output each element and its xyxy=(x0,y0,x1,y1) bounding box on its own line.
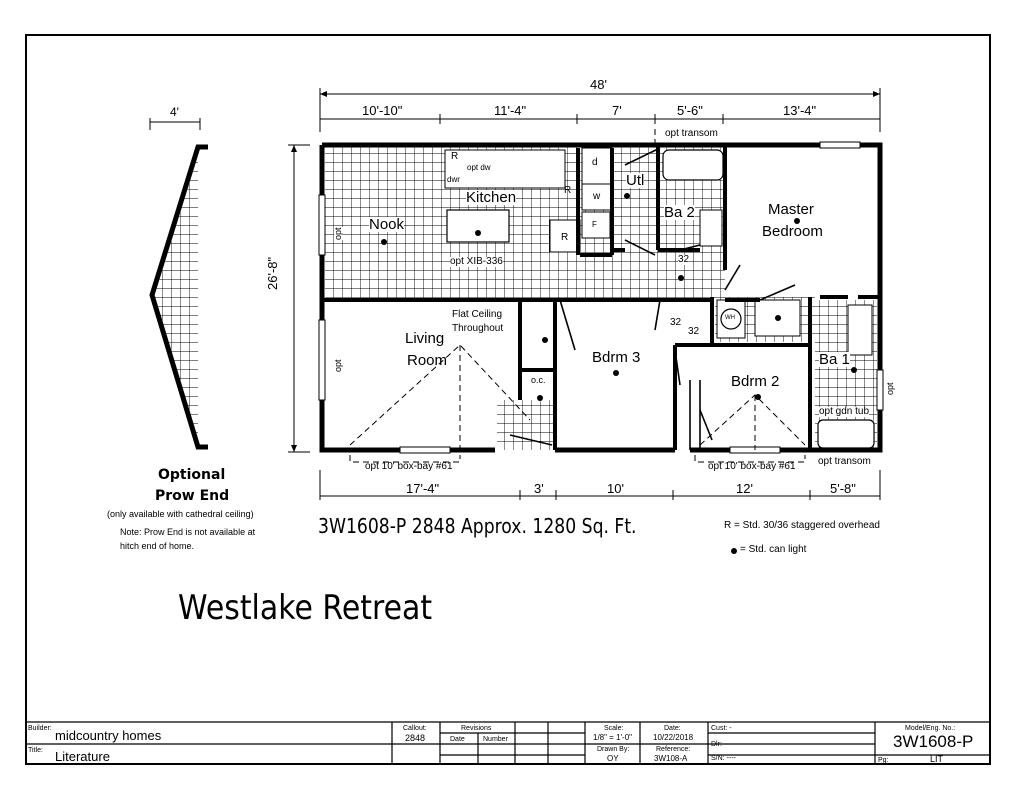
tb-drawn: OY xyxy=(607,754,619,763)
tb-cust: Cust: - xyxy=(711,725,732,732)
tb-callout-label: Callout: xyxy=(403,725,427,732)
tb-revisions-label: Revisions xyxy=(461,725,492,732)
tb-reference: 3W108-A xyxy=(654,754,688,763)
note-flat-ceiling-2: Throughout xyxy=(452,323,504,334)
room-kitchen: Kitchen xyxy=(466,189,517,206)
bottom-dim-3: 10' xyxy=(607,481,624,496)
room-utl: Utl xyxy=(626,172,645,189)
note-dryer: d xyxy=(592,157,598,168)
model-name: Westlake Retreat xyxy=(178,588,433,628)
tb-number-label: Number xyxy=(483,736,508,743)
tb-pg-label: Pg: xyxy=(878,757,889,764)
tb-scale-label: Scale: xyxy=(604,725,624,732)
bottom-dim-5: 5'-8" xyxy=(830,481,856,496)
entry-tile-floor xyxy=(497,400,555,450)
tb-date-label: Date xyxy=(450,736,465,743)
room-master-2: Bedroom xyxy=(762,223,823,240)
note-opt-living: opt xyxy=(333,359,343,372)
tb-date2-label: Date: xyxy=(664,725,681,732)
tb-model: 3W1608-P xyxy=(893,732,974,751)
bottom-dim-2: 3' xyxy=(534,481,544,496)
note-furnace: F xyxy=(592,220,597,229)
note-opt-xib: opt XIB-336 xyxy=(450,256,503,267)
prow-title-1: Optional xyxy=(158,467,226,483)
tb-drawn-label: Drawn By: xyxy=(597,746,630,753)
note-flat-ceiling-1: Flat Ceiling xyxy=(452,309,503,320)
prow-title-2: Prow End xyxy=(155,488,230,504)
tb-callout: 2848 xyxy=(405,733,426,743)
note-box-bay-left: opt 10' box-bay #61 xyxy=(365,461,453,472)
note-32-b: 32 xyxy=(670,317,682,328)
plan-summary: 3W1608-P 2848 Approx. 1280 Sq. Ft. xyxy=(318,514,637,538)
note-r-range: R xyxy=(564,185,572,196)
note-opt-dw: opt dw xyxy=(467,163,491,172)
tb-builder: midcountry homes xyxy=(55,728,162,743)
tb-scale: 1/8" = 1'-0" xyxy=(593,733,633,742)
room-ba2: Ba 2 xyxy=(664,204,695,221)
top-dim-1: 10'-10" xyxy=(362,103,403,118)
legend-r-note: R = Std. 30/36 staggered overhead xyxy=(724,520,880,531)
room-living-2: Room xyxy=(407,352,448,369)
tb-title: Literature xyxy=(55,749,110,764)
tb-date: 10/22/2018 xyxy=(653,733,694,742)
prow-note-3: hitch end of home. xyxy=(120,541,195,551)
note-opt-transom-top: opt transom xyxy=(665,128,718,139)
note-washer: w xyxy=(593,191,601,202)
bottom-dim-1: 17'-4" xyxy=(406,481,440,496)
room-bdrm3: Bdrm 3 xyxy=(592,349,641,366)
note-32-c: 32 xyxy=(688,326,700,337)
legend-light-note: = Std. can light xyxy=(740,544,807,555)
depth-label: 26'-8" xyxy=(265,256,280,290)
prow-width: 4' xyxy=(170,105,179,119)
tb-dlr: Dlr: - xyxy=(711,741,727,748)
prow-note-2: Note: Prow End is not available at xyxy=(120,527,256,537)
room-bdrm2: Bdrm 2 xyxy=(731,373,780,390)
tb-builder-label: Builder: xyxy=(28,725,52,732)
overall-width-label: 48' xyxy=(590,77,607,92)
tb-ref-label: Reference: xyxy=(656,746,691,753)
note-box-bay-right: opt 10' box-bay #61 xyxy=(708,461,796,472)
room-living-1: Living xyxy=(405,330,445,347)
tb-pg: LIT xyxy=(930,754,944,764)
note-water-heater: WH xyxy=(725,315,735,321)
top-dim-5: 13'-4" xyxy=(783,103,817,118)
room-ba1: Ba 1 xyxy=(819,351,850,368)
note-opt-right: opt xyxy=(885,382,895,395)
room-nook: Nook xyxy=(369,216,405,233)
top-dim-3: 7' xyxy=(612,103,622,118)
room-master-1: Master xyxy=(768,201,814,218)
note-opt-nook: opt xyxy=(333,227,343,240)
note-opt-transom-bottom: opt transom xyxy=(818,456,871,467)
note-oc: o.c. xyxy=(531,375,546,385)
bottom-dim-4: 12' xyxy=(736,481,753,496)
note-opt-gdn-tub: opt gdn tub xyxy=(819,406,870,417)
note-32-a: 32 xyxy=(678,254,690,265)
tb-model-label: Model/Eng. No.: xyxy=(905,725,956,732)
prow-note-1: (only available with cathedral ceiling) xyxy=(107,509,254,519)
note-r-fridge: R xyxy=(561,232,569,243)
tb-title-label: Title: xyxy=(28,747,43,754)
note-dwr: dwr xyxy=(447,175,460,184)
tb-sn: S/N: ---- xyxy=(711,755,736,762)
top-dim-2: 11'-4" xyxy=(494,103,527,118)
note-r-kitchen: R xyxy=(451,151,459,162)
top-dim-4: 5'-6" xyxy=(677,103,703,118)
